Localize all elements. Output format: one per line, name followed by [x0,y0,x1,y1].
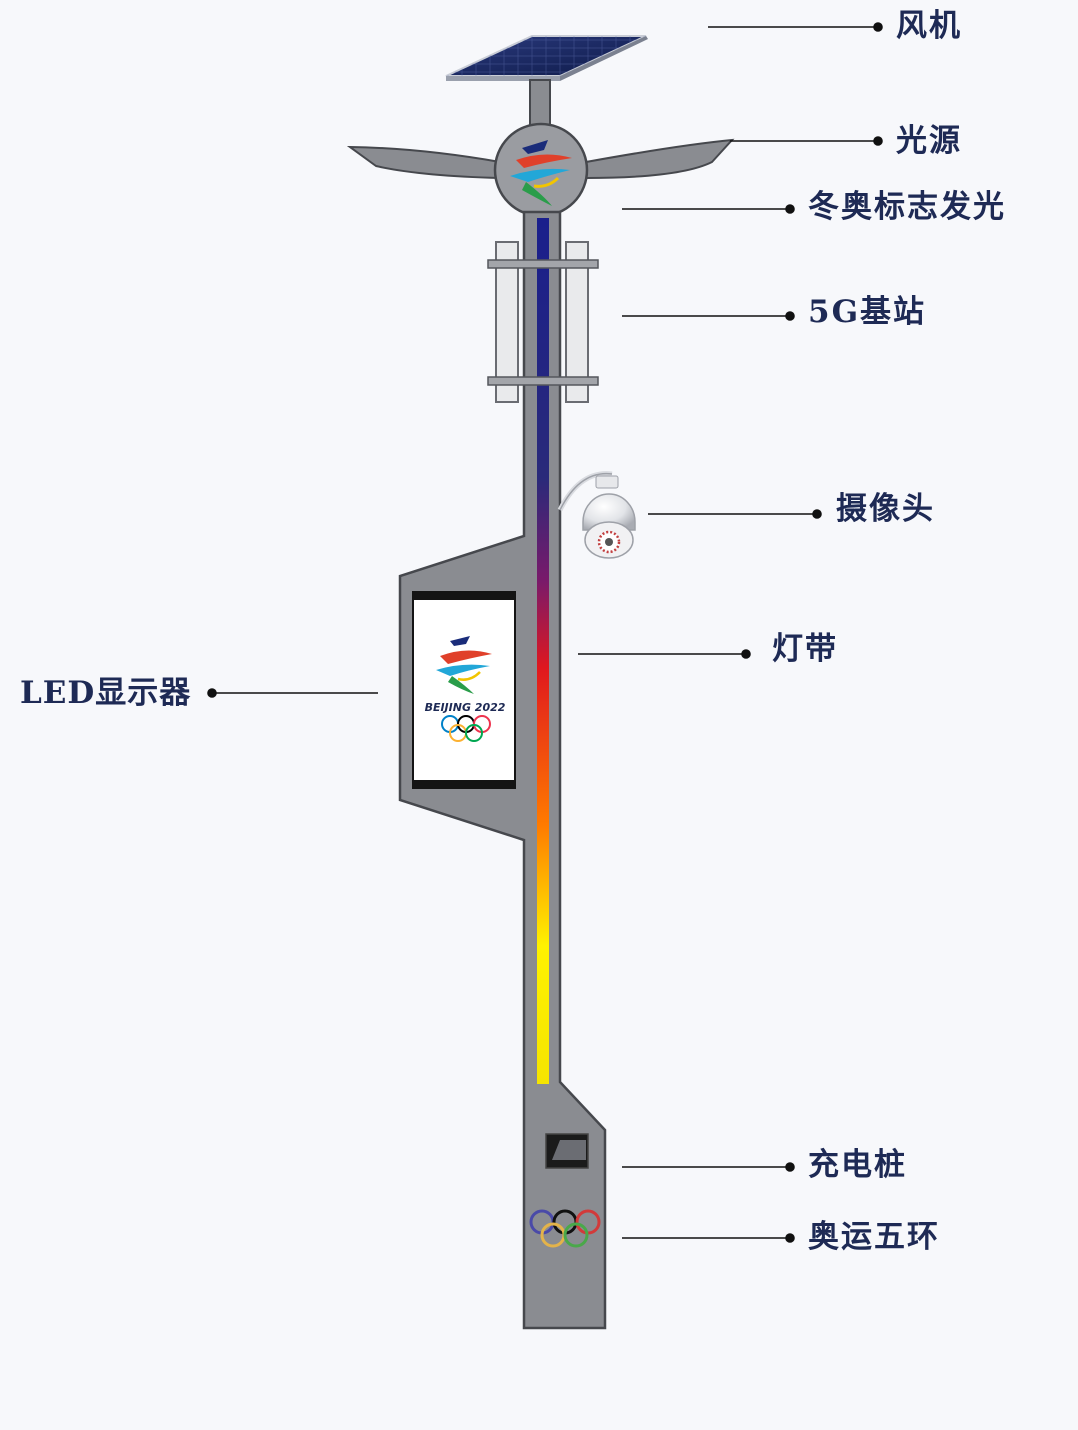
label-fan: 风机 [896,8,962,44]
label-light-strip: 灯带 [772,631,838,667]
label-camera: 摄像头 [836,491,935,527]
led-screen: BEIJING 2022 [412,591,516,789]
leader-lines [207,22,883,1243]
winter-olympics-emblem-icon [436,636,492,694]
solar-panel-icon [445,35,648,81]
light-strip [537,218,549,1084]
label-led-display: LED显示器 [20,675,192,711]
right-lamp-arm [585,138,735,180]
charging-port-icon [545,1133,589,1169]
olympic-rings-icon [529,1209,601,1248]
olympic-rings-icon [441,715,491,742]
screen-brand-text: BEIJING 2022 [425,701,506,714]
antenna-left [495,241,519,403]
lamp-head [346,79,735,218]
antenna-right [565,241,589,403]
label-logo-glow: 冬奥标志发光 [808,189,1006,225]
left-lamp-arm [346,145,501,180]
label-5g-base-station: 5G基站 [808,294,927,330]
base-station-antennas [487,241,599,403]
dome-camera-icon [557,471,636,559]
label-charging-pile: 充电桩 [808,1147,907,1183]
label-light-source: 光源 [896,123,962,159]
label-olympic-rings: 奥运五环 [808,1219,940,1255]
winter-olympics-emblem-icon [510,140,572,206]
